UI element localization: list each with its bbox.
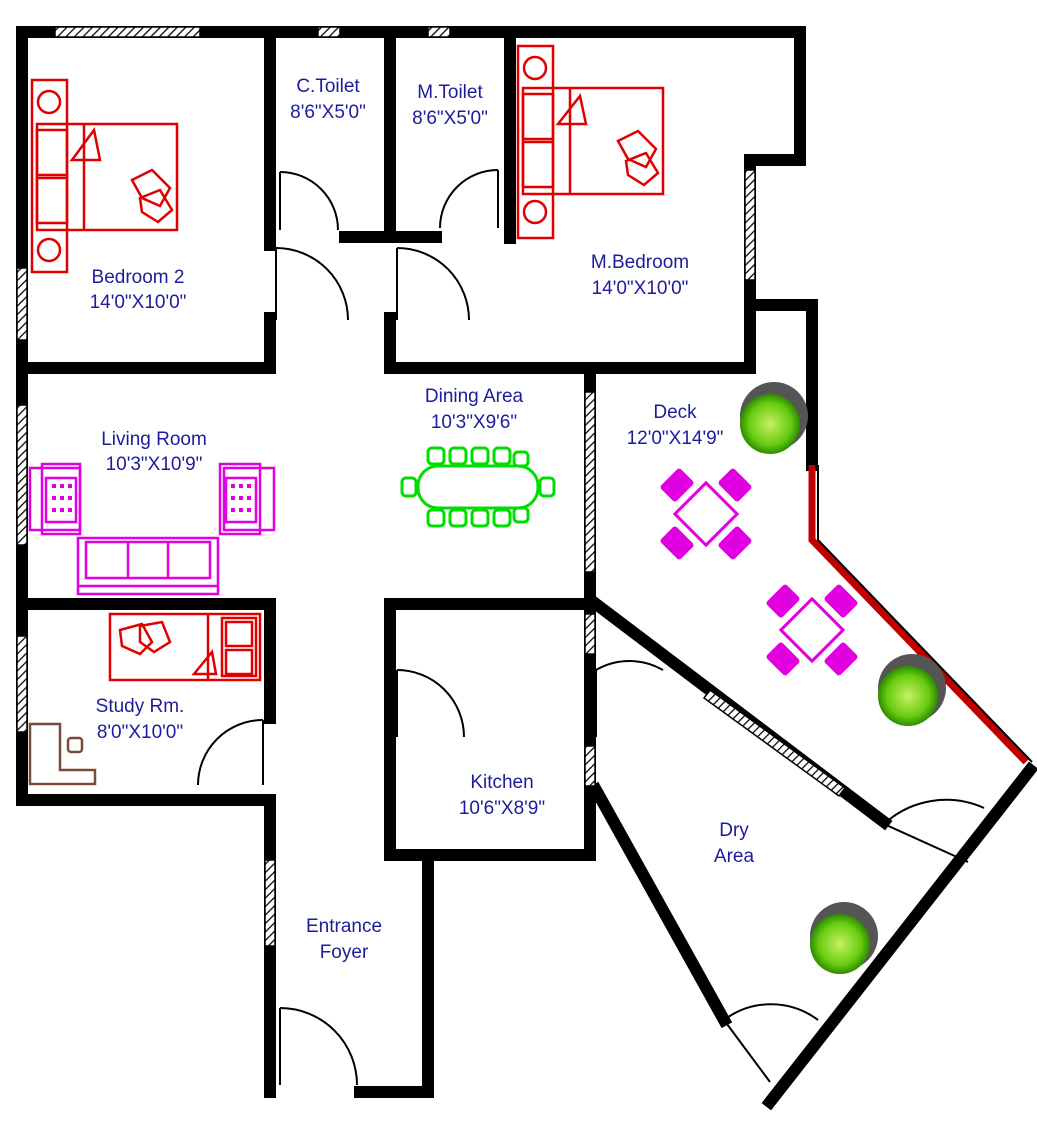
doors (197, 169, 985, 1086)
bed-icon (30, 78, 179, 274)
dining-table-icon (400, 446, 556, 528)
door-swing-icon (595, 660, 664, 737)
room-name: Deck (653, 402, 697, 423)
room-name: Study Rm. (96, 696, 185, 717)
room-label-dining: Dining Area 10'3"X9'6" (425, 386, 524, 433)
study-desk-icon (28, 722, 97, 786)
room-name: Living Room (101, 429, 207, 450)
window-hatch-icon (584, 613, 596, 655)
armchair-icon (28, 462, 82, 536)
potted-plant-icon (878, 654, 946, 726)
window-hatch-icon (584, 391, 596, 573)
room-name: Bedroom 2 (92, 267, 185, 288)
room-labels: Bedroom 2 14'0"X10'0" C.Toilet 8'6"X5'0"… (90, 76, 755, 963)
door-swing-icon (883, 798, 985, 863)
room-label-mbedroom: M.Bedroom 14'0"X10'0" (591, 252, 689, 299)
window-hatch-icon (744, 169, 756, 281)
patio-table-icon (660, 468, 752, 560)
potted-plant-icon (810, 902, 878, 974)
room-name: Dry (719, 820, 749, 841)
door-swing-icon (439, 169, 499, 229)
window-hatch-icon (317, 26, 341, 38)
room-name: Kitchen (470, 772, 533, 793)
armchair-icon (218, 462, 276, 536)
room-size: 10'6"X8'9" (459, 798, 545, 819)
room-label-mtoilet: M.Toilet 8'6"X5'0" (412, 82, 488, 129)
door-swing-icon (396, 247, 470, 321)
window-hatch-icon (16, 404, 28, 546)
room-label-study: Study Rm. 8'0"X10'0" (96, 696, 185, 743)
patio-table-icon (766, 584, 858, 676)
room-name: C.Toilet (296, 76, 360, 97)
door-swing-icon (275, 247, 349, 321)
room-size: Area (714, 846, 755, 867)
room-label-bedroom2: Bedroom 2 14'0"X10'0" (90, 267, 187, 313)
door-swing-icon (197, 719, 264, 786)
room-label-foyer: Entrance Foyer (306, 916, 382, 963)
door-swing-icon (279, 171, 339, 231)
door-swing-icon (396, 669, 465, 738)
window-hatch-icon (16, 635, 28, 733)
room-size: 14'0"X10'0" (90, 292, 187, 313)
room-size: 12'0"X14'9" (627, 428, 724, 449)
room-size: 8'6"X5'0" (290, 102, 366, 123)
windows (16, 26, 847, 947)
room-name: M.Bedroom (591, 252, 689, 273)
room-label-living: Living Room 10'3"X10'9" (101, 429, 207, 475)
window-hatch-icon (16, 267, 28, 341)
deck-railing (808, 465, 1029, 765)
window-hatch-icon (54, 26, 201, 38)
room-label-dry: Dry Area (714, 820, 755, 867)
sofa-icon (76, 536, 220, 596)
room-name: Entrance (306, 916, 382, 937)
room-size: 10'3"X9'6" (431, 412, 517, 433)
door-swing-icon (279, 1007, 358, 1086)
window-hatch-icon (427, 26, 451, 38)
window-hatch-icon (264, 859, 276, 947)
room-size: 10'3"X10'9" (106, 454, 203, 475)
room-size: 8'6"X5'0" (412, 108, 488, 129)
window-hatch-icon (702, 688, 847, 798)
bed-icon (108, 612, 262, 682)
room-size: 14'0"X10'0" (592, 278, 689, 299)
room-label-kitchen: Kitchen 10'6"X8'9" (459, 772, 545, 819)
bed-icon (516, 44, 665, 240)
room-label-deck: Deck 12'0"X14'9" (627, 402, 724, 449)
room-size: 8'0"X10'0" (97, 722, 183, 743)
room-name: M.Toilet (417, 82, 483, 103)
potted-plant-icon (740, 382, 808, 454)
room-label-ctoilet: C.Toilet 8'6"X5'0" (290, 76, 366, 123)
window-hatch-icon (584, 745, 596, 787)
door-swing-icon (723, 1003, 819, 1083)
walls (16, 26, 1037, 1111)
room-name: Dining Area (425, 386, 524, 407)
room-size: Foyer (320, 942, 369, 963)
